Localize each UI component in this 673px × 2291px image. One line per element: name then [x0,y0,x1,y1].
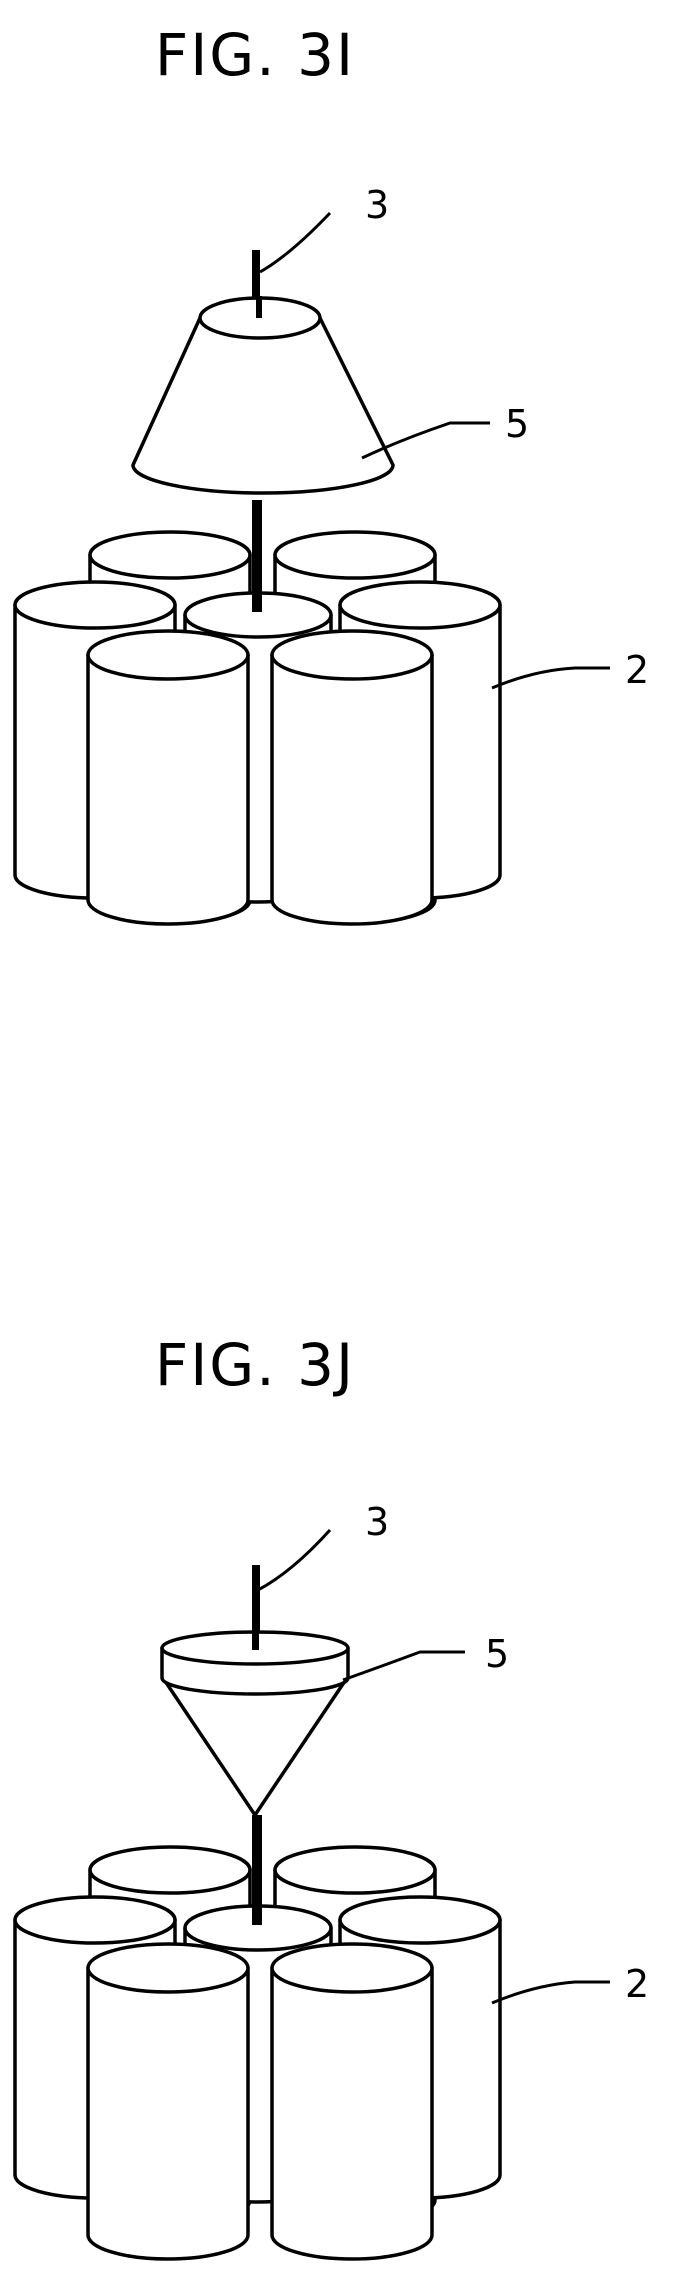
leader-line-rod-3i [260,213,330,272]
leader-line-member-5-3j [343,1652,465,1680]
figure-3i-title: FIG. 3I [155,21,355,89]
leader-line-cylinders-3j [492,1982,610,2003]
rod-top-segment-3j [252,1632,259,1650]
label-rod-3j: 3 [365,1500,389,1544]
cylinder-front-right [272,631,432,924]
cylinder-front-right [272,1944,432,2259]
leader-line-cylinders-3i [492,668,610,688]
label-rod-3i: 3 [365,183,389,227]
rod-lower-3i [252,500,262,612]
leader-line-rod-3j [258,1530,330,1590]
cylinder-front-left [88,1944,248,2259]
label-cylinders-3i: 2 [625,648,649,692]
label-cylinders-3j: 2 [625,1962,649,2006]
label-member-5-3j: 5 [485,1632,509,1676]
label-member-5-3i: 5 [505,402,529,446]
funnel-member-3j [162,1632,348,1815]
truncated-cone-3i [133,298,393,493]
figure-3j: FIG. 3J [15,1331,649,2259]
cylinder-front-left [88,631,248,924]
figure-3j-title: FIG. 3J [155,1331,355,1399]
figure-3i: FIG. 3I [15,21,649,924]
rod-top-segment-3i [256,296,262,318]
rod-lower-3j [252,1815,262,1925]
